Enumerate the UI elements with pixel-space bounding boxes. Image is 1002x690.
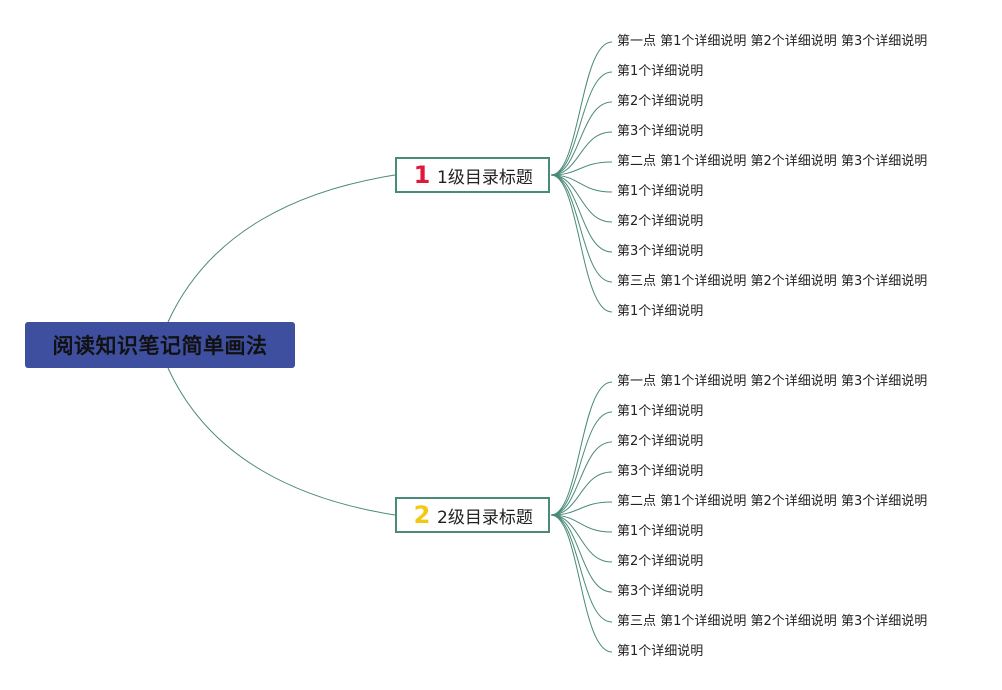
root-to-branch-2-line	[167, 367, 396, 516]
branch-1-to-leaf-line	[550, 131, 613, 176]
leaf-topic[interactable]: 第1个详细说明	[617, 404, 704, 419]
branch-2-to-leaf-line	[550, 501, 613, 516]
leaf-topic[interactable]: 第1个详细说明	[617, 304, 704, 319]
branch-2-to-leaf-line	[550, 381, 613, 516]
leaf-topic[interactable]: 第3个详细说明	[617, 124, 704, 139]
leaf-topic[interactable]: 第2个详细说明	[617, 94, 704, 109]
central-topic-label: 阅读知识笔记简单画法	[52, 334, 268, 358]
branch-2-to-leaf-line	[550, 471, 613, 516]
branch-topic-label: 1级目录标题	[437, 167, 533, 188]
leaf-topic[interactable]: 第1个详细说明	[617, 184, 704, 199]
branch-2-to-leaf-line	[550, 411, 613, 516]
leaf-topic[interactable]: 第1个详细说明	[617, 524, 704, 539]
branch-topic-1[interactable]: 1 1级目录标题	[395, 157, 550, 193]
leaf-topic[interactable]: 第1个详细说明	[617, 644, 704, 659]
branch-2-to-leaf-line	[550, 514, 613, 593]
branch-2-to-leaf-line	[550, 514, 613, 533]
leaf-topic[interactable]: 第二点 第1个详细说明 第2个详细说明 第3个详细说明	[617, 154, 928, 169]
leaf-topic[interactable]: 第二点 第1个详细说明 第2个详细说明 第3个详细说明	[617, 494, 928, 509]
leaf-topic[interactable]: 第1个详细说明	[617, 64, 704, 79]
number-2-icon: 2	[413, 501, 431, 529]
central-topic[interactable]: 阅读知识笔记简单画法	[25, 322, 295, 368]
leaf-topic[interactable]: 第2个详细说明	[617, 434, 704, 449]
branch-1-to-leaf-line	[550, 174, 613, 313]
leaf-topic[interactable]: 第一点 第1个详细说明 第2个详细说明 第3个详细说明	[617, 374, 928, 389]
branch-1-to-leaf-line	[550, 174, 613, 253]
branch-1-to-leaf-line	[550, 41, 613, 176]
branch-2-to-leaf-line	[550, 441, 613, 516]
root-to-branch-1-line	[167, 174, 396, 323]
leaf-topic[interactable]: 第3个详细说明	[617, 584, 704, 599]
number-1-icon: 1	[413, 161, 431, 189]
branch-2-to-leaf-line	[550, 514, 613, 653]
leaf-topic[interactable]: 第2个详细说明	[617, 214, 704, 229]
branch-1-to-leaf-line	[550, 174, 613, 193]
leaf-topic[interactable]: 第一点 第1个详细说明 第2个详细说明 第3个详细说明	[617, 34, 928, 49]
branch-1-to-leaf-line	[550, 101, 613, 176]
branch-1-to-leaf-line	[550, 161, 613, 176]
leaf-topic[interactable]: 第2个详细说明	[617, 554, 704, 569]
branch-2-to-leaf-line	[550, 514, 613, 563]
branch-topic-2[interactable]: 2 2级目录标题	[395, 497, 550, 533]
branch-1-to-leaf-line	[550, 174, 613, 223]
branch-1-to-leaf-line	[550, 71, 613, 176]
leaf-topic[interactable]: 第三点 第1个详细说明 第2个详细说明 第3个详细说明	[617, 274, 928, 289]
branch-topic-label: 2级目录标题	[437, 507, 533, 528]
leaf-topic[interactable]: 第3个详细说明	[617, 244, 704, 259]
leaf-topic[interactable]: 第三点 第1个详细说明 第2个详细说明 第3个详细说明	[617, 614, 928, 629]
leaf-topic[interactable]: 第3个详细说明	[617, 464, 704, 479]
